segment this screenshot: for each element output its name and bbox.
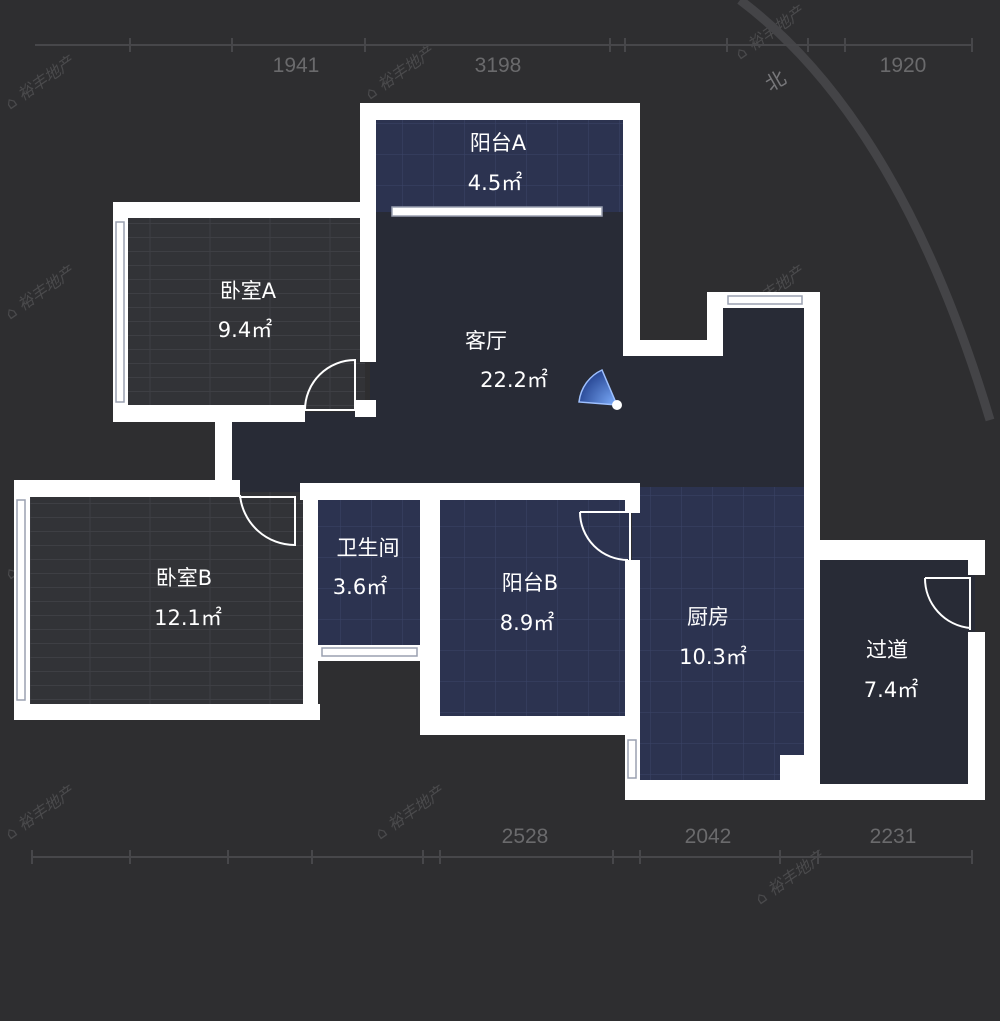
doors	[239, 358, 971, 630]
balcony-b-floor	[436, 497, 631, 719]
dimension-bottom-3: 2231	[870, 825, 917, 848]
watermark: ⌂ 裕丰地产	[361, 41, 438, 103]
room-area-living-room: 22.2㎡	[480, 368, 548, 392]
room-area-balcony-b: 8.9㎡	[500, 611, 554, 635]
room-name-corridor: 过道	[866, 638, 908, 662]
room-area-bedroom-b: 12.1㎡	[154, 606, 222, 630]
bedroom-a-floor	[125, 215, 365, 410]
bedroom-b-floor	[25, 492, 310, 710]
room-name-bedroom-b: 卧室B	[156, 566, 212, 590]
room-name-balcony-a: 阳台A	[470, 131, 527, 155]
dimension-bottom-1: 2528	[502, 825, 549, 848]
room-area-bathroom: 3.6㎡	[333, 575, 387, 599]
room-fills	[25, 118, 975, 790]
windows	[16, 206, 803, 779]
dimension-top-1: 1941	[273, 54, 320, 77]
room-name-kitchen: 厨房	[687, 605, 729, 629]
view-direction-indicator	[578, 368, 622, 410]
watermark: ⌂ 裕丰地产	[1, 781, 78, 843]
watermark: ⌂ 裕丰地产	[1, 51, 78, 113]
corridor-floor	[815, 555, 975, 790]
room-area-corridor: 7.4㎡	[864, 678, 918, 702]
dimension-top-2: 3198	[475, 54, 522, 77]
dimension-top-3: 1920	[880, 54, 927, 77]
room-name-bedroom-a: 卧室A	[220, 279, 277, 303]
walls	[14, 103, 985, 800]
dimension-line-top	[35, 38, 973, 52]
watermark: ⌂ 裕丰地产	[371, 781, 448, 843]
compass-arc	[737, 0, 995, 422]
bathroom-floor	[312, 492, 424, 652]
dimension-line-bottom	[31, 850, 973, 864]
room-area-bedroom-a: 9.4㎡	[218, 318, 272, 342]
room-name-balcony-b: 阳台B	[502, 571, 558, 595]
room-area-balcony-a: 4.5㎡	[468, 171, 522, 195]
kitchen-floor	[632, 487, 810, 785]
balcony-a-floor	[376, 118, 626, 213]
room-area-kitchen: 10.3㎡	[679, 645, 747, 669]
dimension-bottom-2: 2042	[685, 825, 732, 848]
room-name-bathroom: 卫生间	[337, 536, 400, 560]
watermark: ⌂ 裕丰地产	[1, 261, 78, 323]
room-name-living-room: 客厅	[465, 329, 507, 353]
north-label: 北	[761, 65, 790, 96]
